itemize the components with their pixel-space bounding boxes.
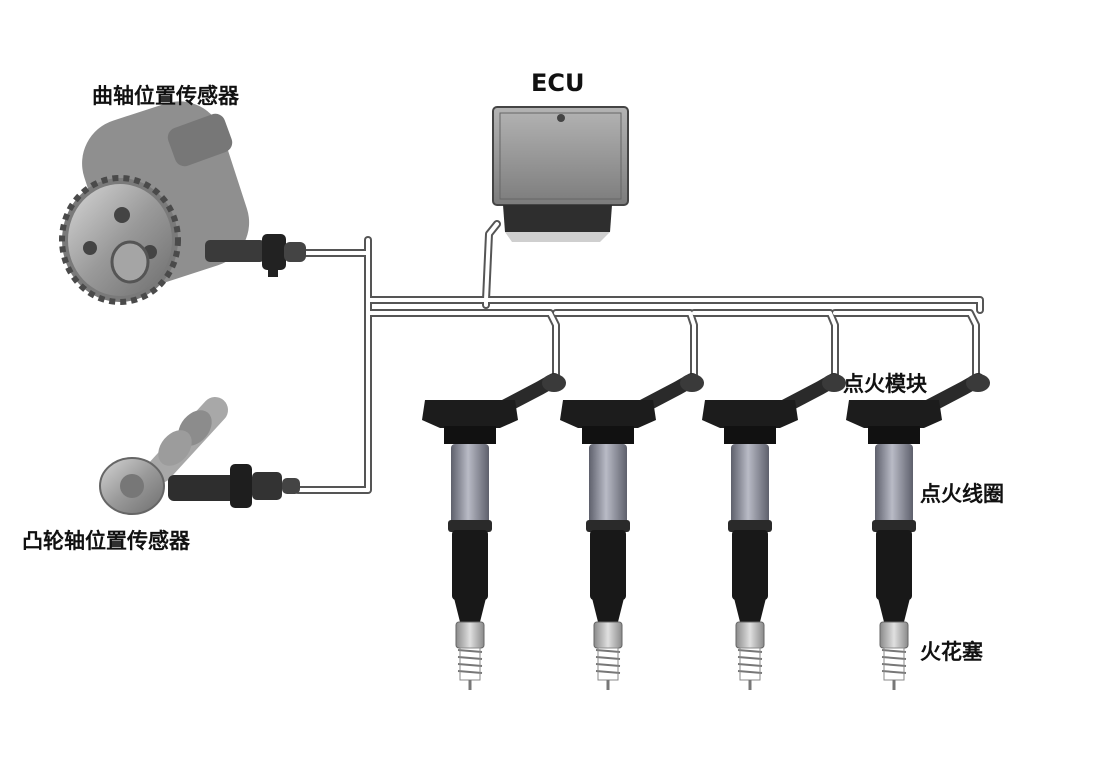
- ignition-module-label: 点火模块: [843, 372, 927, 396]
- ecu-label: ECU: [531, 69, 585, 97]
- camshaft-icon: [99, 397, 228, 515]
- ignition-coil-icon: [422, 373, 566, 622]
- cam-sensor-icon: [168, 464, 300, 508]
- spark-plug-icon: [455, 621, 485, 690]
- ignition-coil-icon: [846, 373, 990, 622]
- crankshaft-icon: [59, 101, 250, 305]
- ignition-coil-icon: [702, 373, 846, 622]
- spark-plug-icon: [879, 621, 909, 690]
- spark-plug-icon: [593, 621, 623, 690]
- spark-plug-icon: [735, 621, 765, 690]
- ecu-module-icon: [492, 106, 629, 242]
- camshaft-sensor-label: 凸轮轴位置传感器: [22, 529, 190, 553]
- crankshaft-sensor-label: 曲轴位置传感器: [92, 84, 239, 108]
- ignition-coil-group: [422, 373, 990, 690]
- ignition-coil-label: 点火线圈: [920, 482, 1004, 506]
- spark-plug-label: 火花塞: [920, 640, 983, 664]
- ignition-coil-icon: [560, 373, 704, 622]
- crank-sensor-icon: [205, 234, 306, 277]
- wiring-harness: [294, 220, 984, 494]
